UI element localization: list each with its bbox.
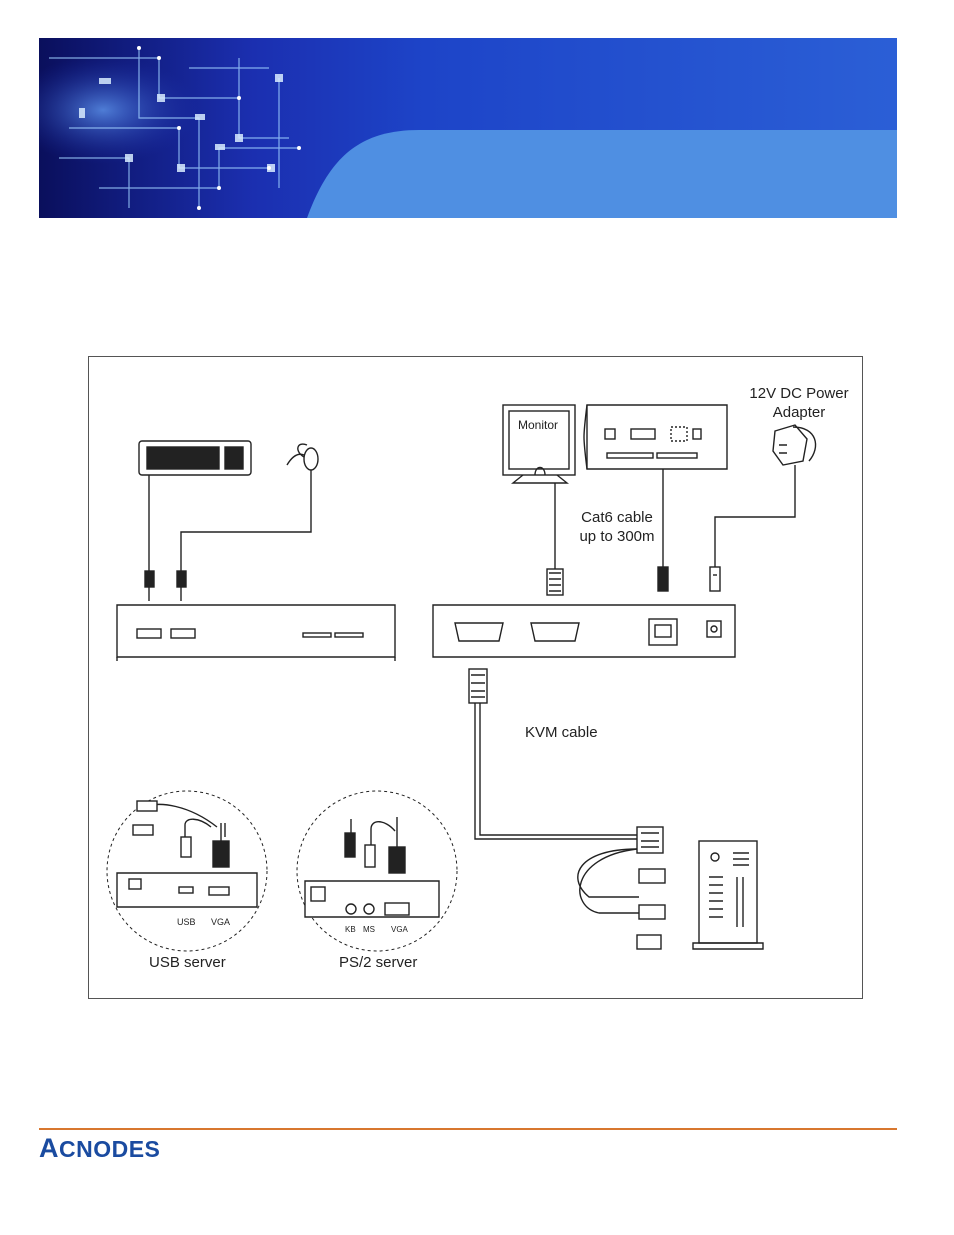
- usb-server-inset: [107, 791, 267, 951]
- acnodes-logo: ACNODES: [39, 1133, 160, 1164]
- ms-port-label: MS: [363, 925, 375, 934]
- mouse-icon: [287, 444, 318, 470]
- footer-rule: [39, 1128, 897, 1130]
- server-tower-icon: [693, 841, 763, 949]
- kvm-cable-label: KVM cable: [525, 724, 598, 741]
- diagram-drawing: [89, 357, 864, 1000]
- header-banner: [39, 38, 897, 218]
- usb-server-drawing: [117, 801, 257, 907]
- power-adapter-icon: [773, 425, 816, 465]
- ps2-server-inset: [297, 791, 457, 951]
- monitor-label: Monitor: [518, 418, 558, 432]
- connection-diagram: 12V DC Power Adapter Monitor Cat6 cable …: [88, 356, 863, 999]
- ps2-server-label: PS/2 server: [339, 954, 417, 971]
- logo-initial: A: [39, 1133, 59, 1163]
- logo-rest: CNODES: [59, 1136, 160, 1162]
- circuit-board-banner-image: [39, 38, 897, 218]
- vga-port-label: VGA: [211, 917, 230, 927]
- monitor-icon: [503, 405, 575, 483]
- usb-port-label: USB: [177, 917, 196, 927]
- ps2-vga-port-label: VGA: [391, 925, 408, 934]
- ps2-server-drawing: [305, 817, 439, 917]
- keyboard-icon: [139, 441, 251, 475]
- local-console-unit: [117, 605, 395, 661]
- power-adapter-label: 12V DC Power Adapter: [737, 384, 861, 422]
- kb-port-label: KB: [345, 925, 356, 934]
- usb-server-label: USB server: [149, 954, 226, 971]
- cat6-cable-label: Cat6 cable up to 300m: [567, 508, 667, 546]
- remote-unit-front: [433, 605, 735, 657]
- remote-unit-panel: [584, 405, 727, 469]
